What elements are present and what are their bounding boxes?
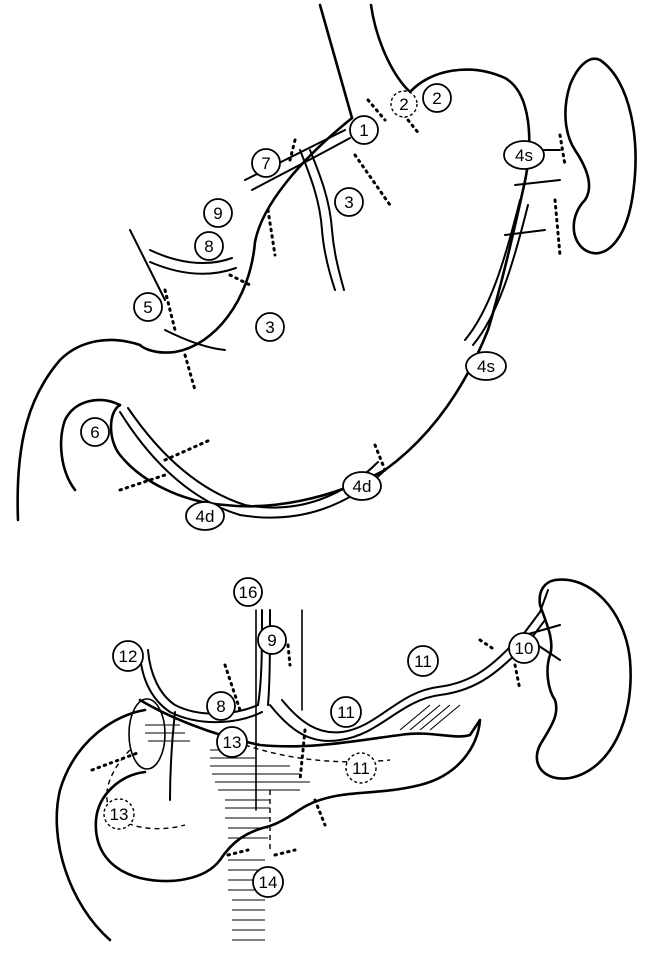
dotted-border-p6 (515, 665, 520, 690)
common-hepatic-artery (148, 650, 258, 714)
left-gastroepiploic-vessel-2 (473, 205, 528, 345)
dotted-border-p7 (228, 850, 248, 855)
label-14: 14 (259, 873, 278, 892)
label-16: 16 (239, 583, 258, 602)
esophagus-outline-right (371, 5, 410, 92)
label-13b: 13 (110, 805, 129, 824)
label-3b: 3 (265, 318, 274, 337)
label-11b: 11 (337, 703, 355, 722)
dotted-border-p3 (300, 730, 305, 780)
label-4s-b: 4s (477, 357, 495, 376)
label-8: 8 (204, 237, 213, 256)
dotted-border-p2 (288, 645, 290, 665)
celiac-trunk (258, 610, 262, 705)
label-2-dashed: 2 (399, 95, 408, 114)
label-5: 5 (143, 298, 152, 317)
label-10: 10 (515, 639, 534, 658)
celiac-trunk-2 (268, 610, 270, 705)
right-gastric-vessel (165, 330, 225, 350)
label-6: 6 (90, 423, 99, 442)
label-1: 1 (359, 121, 368, 140)
label-9-lower: 9 (267, 631, 276, 650)
short-gastric-vessel-b (515, 180, 560, 185)
label-2: 2 (432, 89, 441, 108)
label-7: 7 (261, 154, 270, 173)
label-8-lower: 8 (216, 697, 225, 716)
pancreas-figure: 16 9 12 8 11 11 11 10 13 13 14 (57, 578, 631, 940)
dotted-border-13 (375, 445, 385, 470)
spleen-bottom (537, 580, 631, 779)
label-9: 9 (213, 204, 222, 223)
splenic-artery-2 (282, 612, 540, 732)
gastroepiploic-vessel-b (128, 408, 378, 508)
hatch-region (145, 705, 460, 940)
pylorus-outline (18, 340, 140, 520)
label-11a: 11 (414, 652, 432, 671)
stomach-figure: 2 2 1 3 3 4s 4s 4d 4d 5 6 7 8 9 (18, 5, 636, 530)
dotted-border-5 (268, 210, 275, 255)
common-hepatic-vessel-2 (150, 262, 236, 274)
dotted-border-7 (165, 290, 175, 330)
splenic-artery (270, 620, 545, 741)
label-3a: 3 (344, 193, 353, 212)
label-4d-a: 4d (196, 507, 215, 526)
dotted-border-12 (165, 440, 210, 460)
label-4d-b: 4d (353, 477, 372, 496)
spleen-top (565, 59, 635, 254)
dotted-border-p5 (480, 640, 495, 650)
dotted-border-10 (555, 200, 560, 255)
dotted-border-p9 (315, 800, 325, 825)
stomach-outline (111, 70, 529, 507)
hepatic-duct-node (129, 699, 165, 769)
label-12: 12 (119, 647, 138, 666)
gastroepiploic-vessel-a (120, 412, 385, 518)
label-11c: 11 (352, 759, 370, 778)
dotted-border-p8 (275, 850, 295, 855)
label-13a: 13 (223, 733, 242, 752)
lesser-curvature-branch-b (310, 150, 344, 290)
dotted-border-8 (185, 355, 195, 390)
label-4s-a: 4s (515, 146, 533, 165)
esophagus-outline (320, 5, 352, 118)
